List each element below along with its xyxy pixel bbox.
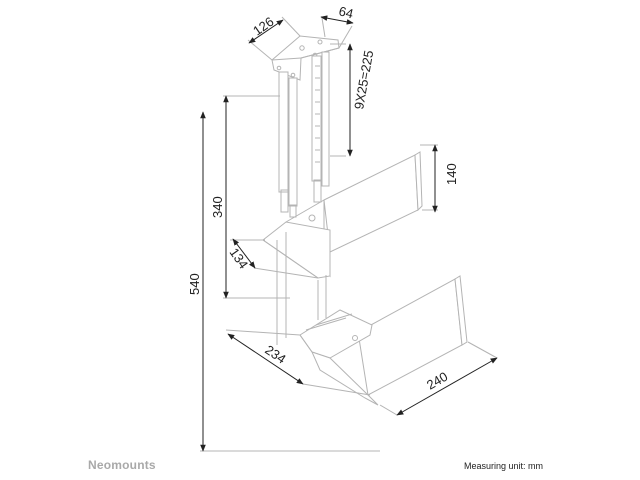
dim-label-adjust-range: 9X25=225	[351, 49, 376, 110]
dim-label-lower-depth: 234	[262, 342, 288, 367]
dim-label-total-height: 540	[187, 273, 202, 295]
dim-label-top-width: 126	[250, 14, 276, 39]
mounting-plate	[271, 35, 340, 81]
dim-line-lower-width	[396, 357, 498, 416]
dim-line-lower-depth	[227, 333, 304, 385]
dim-line-top-width	[248, 19, 284, 44]
dim-label-top-depth: 64	[337, 3, 355, 21]
dim-line-top-depth	[320, 15, 354, 25]
product-outline	[200, 16, 498, 452]
dim-label-shelf-depth: 134	[227, 245, 252, 271]
lower-holder	[299, 275, 468, 406]
dim-label-upper-height: 340	[210, 196, 225, 218]
brand-logo-text: Neomounts	[88, 458, 156, 472]
dimension-lines	[200, 15, 498, 452]
vertical-rails	[278, 51, 330, 218]
upper-holder	[262, 151, 423, 279]
dim-line-shelf-depth	[232, 238, 256, 269]
measuring-unit-note: Measuring unit: mm	[464, 461, 544, 471]
lower-rails	[276, 232, 327, 345]
dim-label-lower-width: 240	[424, 369, 450, 393]
dim-label-holder-height: 140	[444, 163, 459, 185]
